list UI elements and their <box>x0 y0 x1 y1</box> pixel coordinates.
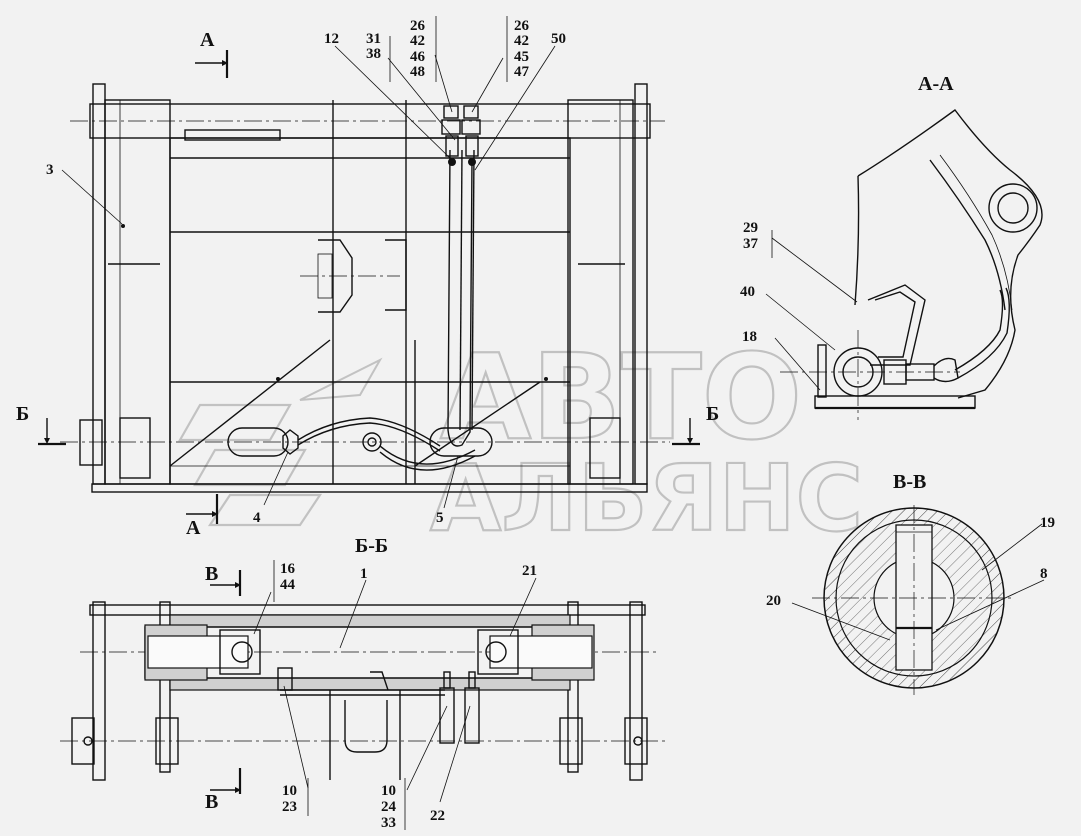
section-b-b: Б-Б <box>60 535 665 781</box>
callout-24: 24 <box>381 799 397 815</box>
callout-10-center: 10 <box>381 783 396 799</box>
cut-marks-main: А А Б Б <box>16 29 719 539</box>
callout-46: 46 <box>410 49 426 65</box>
watermark-logo <box>178 357 383 527</box>
callout-12: 12 <box>324 31 339 47</box>
callout-42-right: 42 <box>514 33 529 49</box>
callout-23: 23 <box>282 799 297 815</box>
callout-26-left: 26 <box>410 18 426 34</box>
cut-mark-v-top: В <box>205 563 218 585</box>
callout-40: 40 <box>740 284 755 300</box>
main-view <box>60 83 670 493</box>
callout-22: 22 <box>430 808 445 824</box>
callout-21: 21 <box>522 563 537 579</box>
section-a-a-title: А-А <box>918 73 954 95</box>
callout-10-left: 10 <box>282 783 297 799</box>
callout-19: 19 <box>1040 515 1055 531</box>
cut-mark-v-bottom: В <box>205 791 218 813</box>
section-v-v-title: В-В <box>893 471 926 493</box>
callout-45: 45 <box>514 49 529 65</box>
callout-26-right: 26 <box>514 18 530 34</box>
callout-4: 4 <box>253 510 261 526</box>
callout-48: 48 <box>410 64 425 80</box>
callout-8: 8 <box>1040 566 1048 582</box>
cut-marks-b-b: В В <box>205 563 242 813</box>
section-b-b-title: Б-Б <box>355 535 388 557</box>
callout-29: 29 <box>743 220 758 236</box>
callout-5: 5 <box>436 510 444 526</box>
callout-18: 18 <box>742 329 757 345</box>
callouts: 3 12 31 38 26 42 46 48 26 42 45 47 50 4 … <box>46 18 1055 831</box>
callout-44: 44 <box>280 577 296 593</box>
callout-33: 33 <box>381 815 396 831</box>
section-v-v: В-В <box>812 471 1015 695</box>
callout-1: 1 <box>360 566 368 582</box>
section-a-a: А-А <box>780 73 1043 420</box>
leader-lines <box>61 16 1045 830</box>
cut-mark-b-left: Б <box>16 403 29 425</box>
cut-mark-a-top: А <box>200 29 215 51</box>
callout-16: 16 <box>280 561 296 577</box>
callout-50: 50 <box>551 31 566 47</box>
callout-38: 38 <box>366 46 381 62</box>
callout-42-left: 42 <box>410 33 425 49</box>
watermark: АВТО АЛЬЯНС <box>178 327 864 553</box>
callout-37: 37 <box>743 236 759 252</box>
callout-47: 47 <box>514 64 530 80</box>
callout-20: 20 <box>766 593 781 609</box>
callout-31: 31 <box>366 31 381 47</box>
watermark-line1: АВТО <box>440 328 802 466</box>
callout-3: 3 <box>46 162 54 178</box>
cut-mark-a-bottom: А <box>186 517 201 539</box>
cut-mark-b-right: Б <box>706 403 719 425</box>
